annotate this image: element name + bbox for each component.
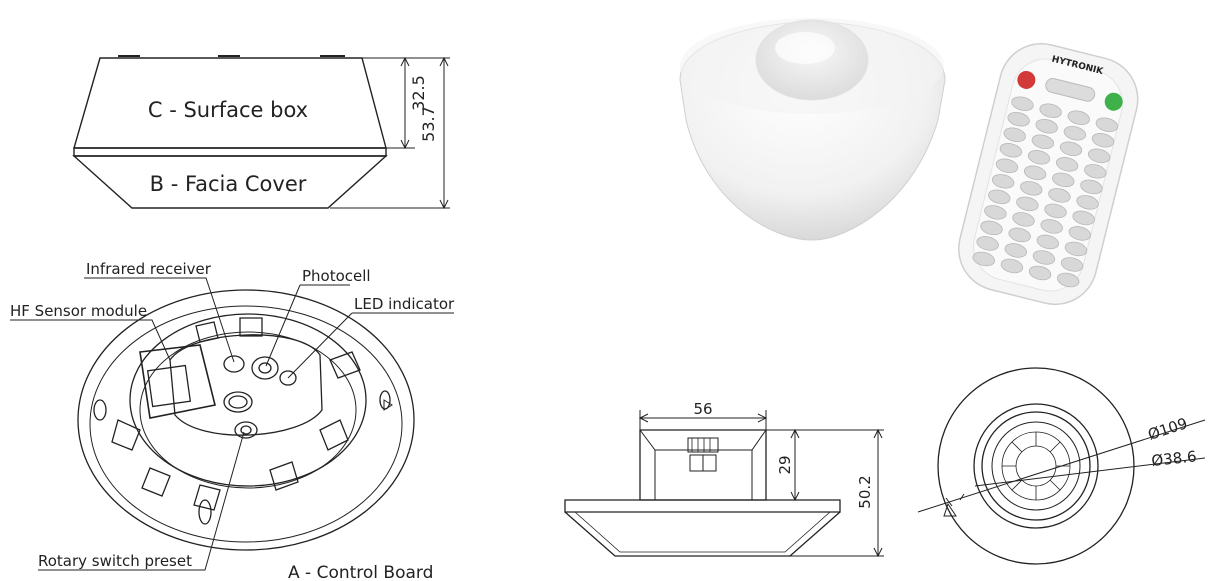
remote-green-button	[1104, 92, 1123, 111]
remote-power-button	[1017, 70, 1036, 89]
remote-button	[1044, 203, 1067, 219]
facia-cover-label: B - Facia Cover	[150, 172, 307, 196]
dim-height-50-2: 50.2	[856, 475, 874, 508]
remote-button	[1060, 257, 1084, 272]
control-board-drawing	[77, 289, 415, 551]
remote-button	[999, 143, 1023, 158]
callout-led-indicator: LED indicator	[354, 295, 455, 313]
remote-button	[1003, 127, 1026, 143]
remote-button	[1055, 157, 1079, 172]
remote-button	[1011, 96, 1034, 111]
remote-button	[984, 205, 1007, 220]
dim-height-29: 29	[776, 455, 794, 474]
remote-button	[1063, 126, 1087, 141]
remote-button	[1095, 117, 1119, 133]
remote-button	[988, 189, 1011, 205]
sensor-dome-photo	[679, 18, 946, 241]
control-board-callouts	[10, 277, 454, 571]
remote-button	[1048, 188, 1071, 203]
remote-button	[1087, 148, 1111, 164]
remote-button	[980, 220, 1003, 236]
remote-button	[1027, 150, 1051, 165]
callout-hf-sensor-module: HF Sensor module	[10, 302, 147, 320]
remote-auto-button	[1045, 78, 1096, 102]
remote-button	[1000, 258, 1024, 274]
remote-button	[976, 236, 999, 251]
remote-button	[1036, 234, 1059, 250]
remote-button	[991, 174, 1015, 189]
remote-button	[1072, 210, 1095, 226]
remote-button	[1008, 227, 1031, 243]
surface-box-label: C - Surface box	[148, 98, 308, 122]
remote-button	[1091, 133, 1115, 148]
remote-button	[995, 158, 1019, 174]
remote-button	[1067, 110, 1090, 125]
remote-button	[1059, 141, 1083, 157]
remote-button	[1068, 226, 1091, 241]
control-board-title: A - Control Board	[288, 563, 433, 581]
dim-outer-diameter: Ø109	[1146, 414, 1190, 444]
remote-button	[1076, 195, 1099, 210]
remote-button	[1057, 272, 1080, 288]
dim-inner-diameter: Ø38.6	[1151, 447, 1198, 470]
remote-buttons	[972, 70, 1123, 288]
remote-button	[1028, 265, 1052, 281]
callout-photocell: Photocell	[302, 267, 371, 285]
remote-button	[1039, 103, 1062, 118]
remote-button	[1020, 181, 1043, 196]
remote-button	[1052, 172, 1075, 188]
remote-button	[1007, 111, 1030, 127]
remote-button	[1012, 212, 1035, 227]
remote-button	[1040, 219, 1063, 234]
remote-button	[972, 251, 995, 267]
dim-width-56: 56	[693, 400, 712, 418]
surface-box-drawing	[72, 55, 450, 210]
callout-infrared-receiver: Infrared receiver	[86, 260, 212, 278]
callout-rotary-switch: Rotary switch preset	[38, 552, 192, 570]
dim-32-5: 32.5	[409, 75, 428, 111]
side-view-drawing	[564, 410, 884, 558]
top-view-drawing	[917, 367, 1206, 565]
remote-button	[1032, 250, 1056, 265]
remote-button	[1023, 165, 1047, 181]
remote-button	[1064, 241, 1088, 257]
remote-button	[1080, 179, 1103, 195]
remote-button	[1035, 119, 1058, 134]
remote-button	[1084, 164, 1107, 179]
remote-button	[1016, 196, 1039, 212]
remote-button	[1031, 134, 1055, 150]
remote-button	[1004, 243, 1027, 258]
dim-53-7: 53.7	[419, 106, 438, 142]
